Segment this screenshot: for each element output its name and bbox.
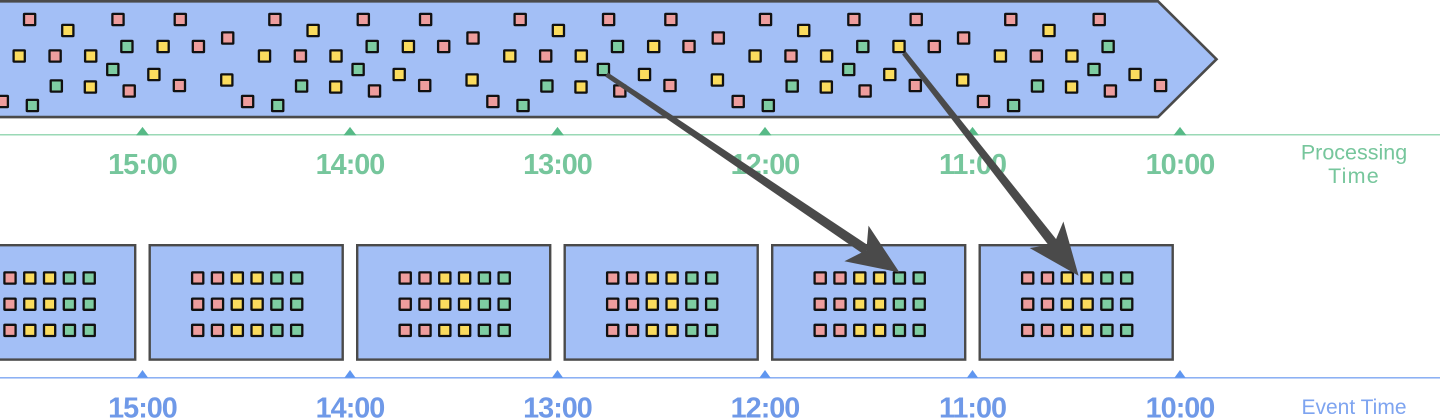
svg-text:Processing: Processing [1301,140,1407,164]
svg-text:13:00: 13:00 [523,149,592,181]
svg-text:Time: Time [1328,164,1380,188]
svg-text:10:00: 10:00 [1146,149,1215,181]
svg-text:Event Time: Event Time [1301,396,1406,418]
svg-text:12:00: 12:00 [731,392,800,418]
svg-text:10:00: 10:00 [1146,392,1215,418]
svg-text:14:00: 14:00 [316,392,385,418]
svg-text:13:00: 13:00 [523,392,592,418]
svg-text:15:00: 15:00 [108,149,177,181]
svg-text:11:00: 11:00 [939,392,1006,418]
svg-text:14:00: 14:00 [316,149,385,181]
svg-text:15:00: 15:00 [108,392,177,418]
